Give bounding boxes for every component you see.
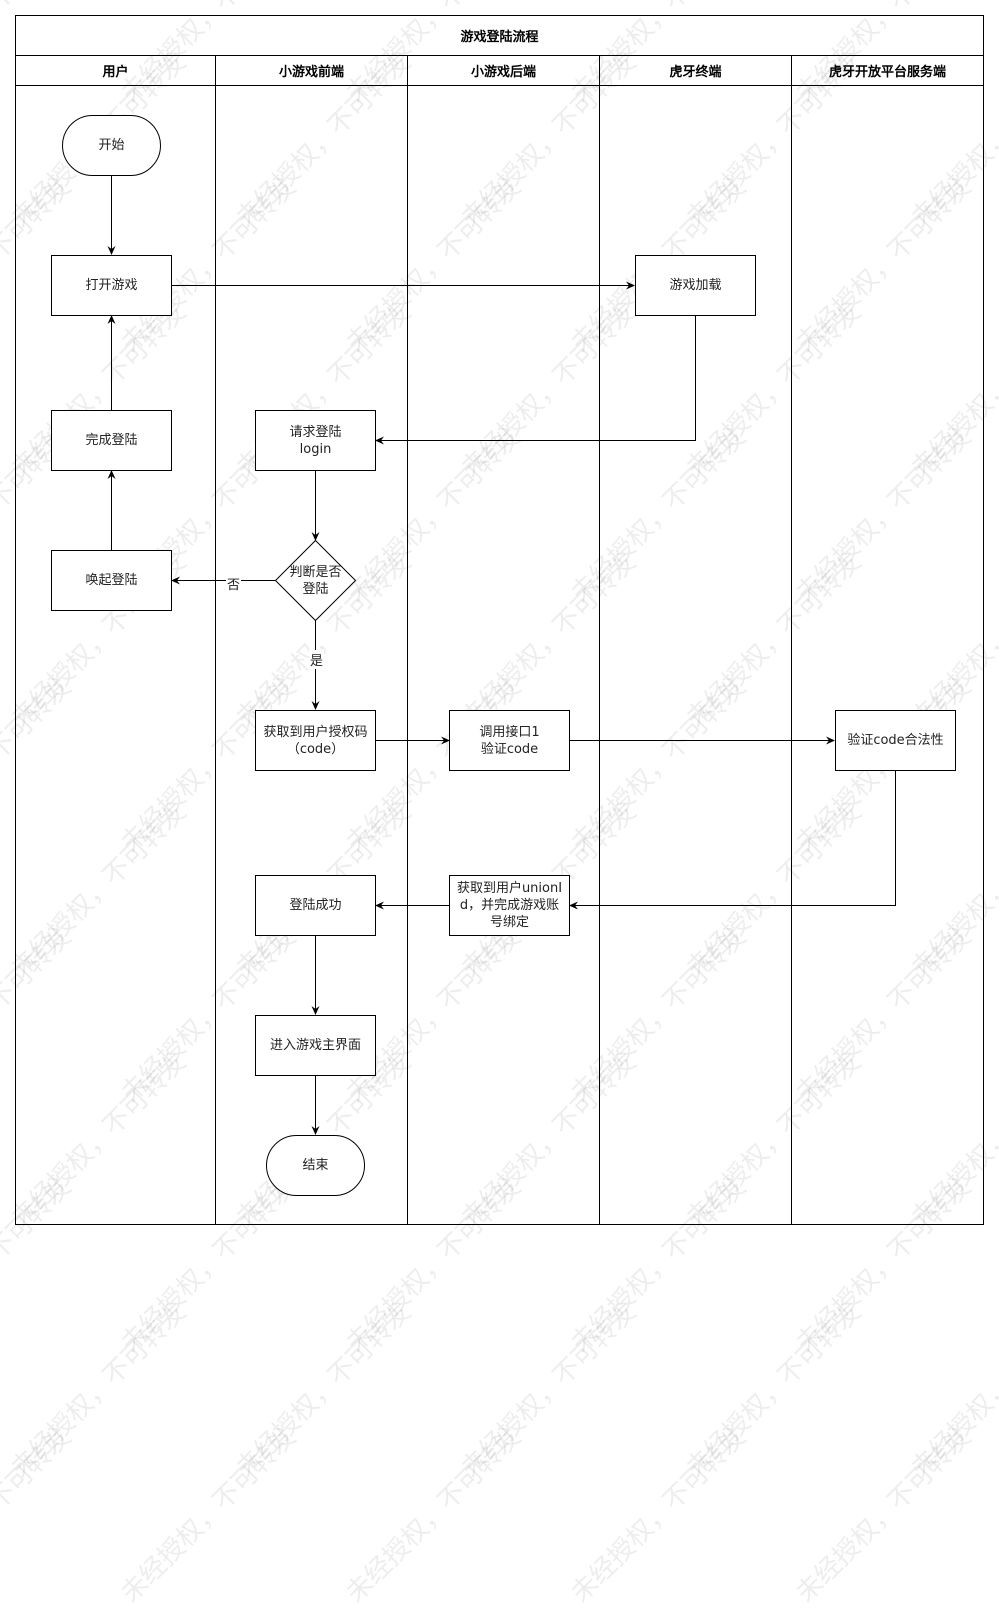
watermark-text: 未经授权，不可转发 — [340, 1421, 528, 1609]
node-start[interactable] — [62, 115, 161, 176]
node-login-success[interactable] — [255, 875, 376, 936]
node-open-game[interactable] — [51, 255, 172, 316]
node-get-unionid[interactable] — [449, 875, 570, 936]
watermark-text: 未经授权，不可转发 — [0, 1421, 78, 1609]
node-game-loading[interactable] — [635, 255, 756, 316]
node-login-done[interactable] — [51, 410, 172, 471]
lane-header-game-frontend: 小游戏前端 — [278, 65, 344, 80]
node-enter-main[interactable] — [255, 1015, 376, 1076]
lane-header-user: 用户 — [102, 65, 129, 80]
node-verify-code[interactable] — [835, 710, 956, 771]
diagram-title: 游戏登陆流程 — [460, 30, 539, 45]
node-end[interactable] — [266, 1135, 365, 1196]
swimlane-diagram — [15, 15, 984, 1225]
lane-header-huya-open-platform: 虎牙开放平台服务端 — [828, 65, 946, 80]
watermark-text: 未经授权，不可转发 — [455, 1296, 643, 1484]
edge-verify-unionid — [569, 771, 896, 910]
node-check-login[interactable] — [274, 539, 357, 622]
watermark-text: 未经授权，不可转发 — [5, 1296, 193, 1484]
edge-label-no: 否 — [226, 574, 242, 593]
edge-loading-request — [375, 316, 696, 445]
lane-header-huya-client: 虎牙终端 — [669, 65, 722, 80]
node-call-api[interactable] — [449, 710, 570, 771]
watermark-text: 未经授权，不可转发 — [565, 1421, 753, 1609]
watermark-text: 未经授权，不可转发 — [905, 1296, 999, 1484]
edge-label-yes: 是 — [309, 650, 325, 669]
watermark-text: 未经授权，不可转发 — [680, 1296, 868, 1484]
watermark-text: 未经授权，不可转发 — [790, 1421, 978, 1609]
node-get-code[interactable] — [255, 710, 376, 771]
node-request-login[interactable] — [255, 410, 376, 471]
watermark-text: 未经授权，不可转发 — [115, 1421, 303, 1609]
pool-frame — [15, 15, 984, 1225]
node-invoke-login[interactable] — [51, 550, 172, 611]
lane-header-game-backend: 小游戏后端 — [470, 65, 536, 80]
watermark-text: 未经授权，不可转发 — [230, 1296, 418, 1484]
